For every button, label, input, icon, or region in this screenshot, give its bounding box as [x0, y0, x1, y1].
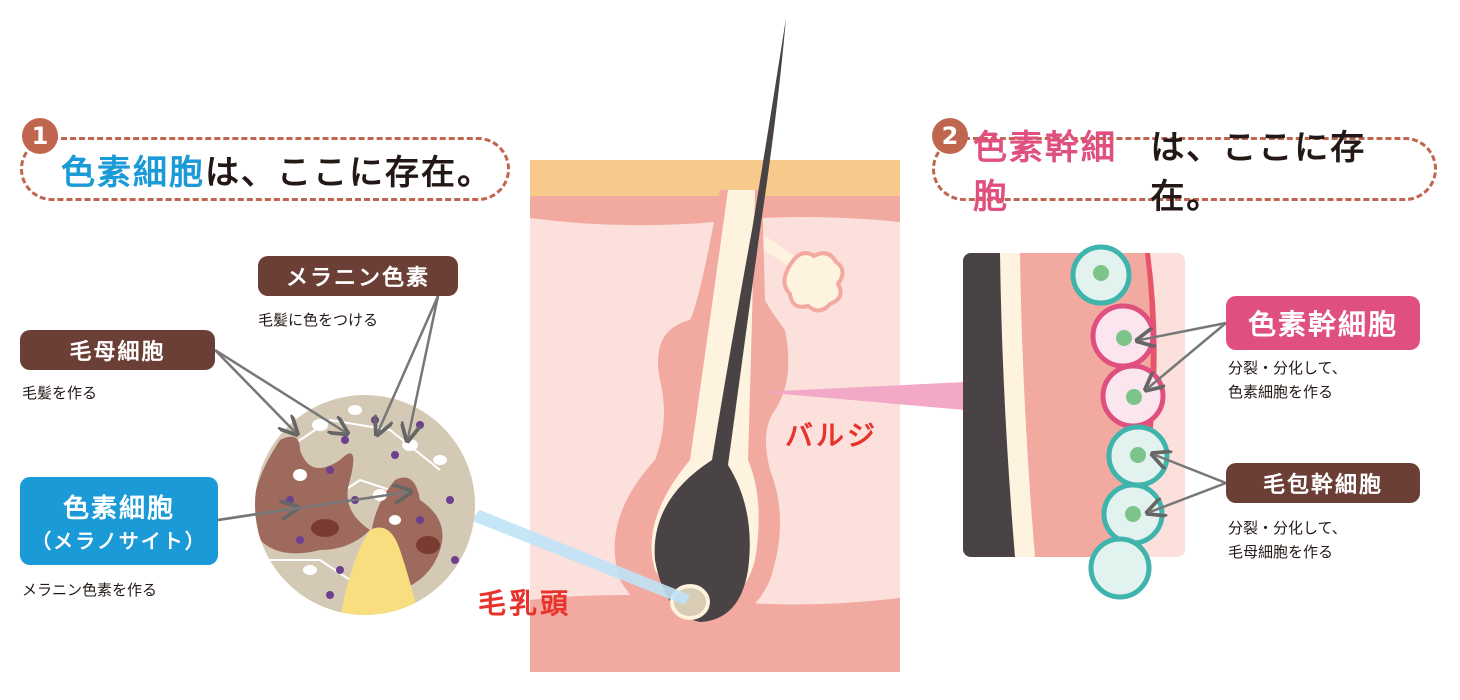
melanocyte-title: 色素細胞 [62, 494, 175, 524]
melanocyte-subtitle: （メラノサイト） [31, 529, 207, 553]
note-line: 分裂・分化して、 [1228, 519, 1347, 537]
left-title-rest: は、ここに存在。 [205, 152, 493, 193]
left-title: 色素細胞は、ここに存在。 [20, 137, 510, 201]
papilla-label: 毛乳頭 [478, 587, 572, 620]
note-line: 毛母細胞を作る [1228, 543, 1334, 561]
left-title-highlight: 色素細胞 [61, 152, 205, 193]
right-title: 色素幹細胞は、ここに存在。 [932, 128, 1437, 217]
badge-2: 2 [932, 118, 968, 154]
sebaceous-gland [782, 251, 845, 313]
zoom-beam-left [470, 510, 690, 605]
zoom-beam-right [760, 382, 965, 410]
note-line: 分裂・分化して、 [1228, 359, 1347, 377]
hair-shaft [654, 18, 786, 622]
melanocyte-stem-label: 色素幹細胞 [1226, 296, 1420, 350]
bulge-inset [963, 244, 1185, 600]
melanocyte-zoom-circle [255, 395, 475, 615]
matrix-cell-note: 毛髪を作る [22, 384, 98, 402]
follicle-stem-note: 分裂・分化して、 毛母細胞を作る [1228, 516, 1347, 564]
melanocyte-label: 色素細胞 （メラノサイト） [20, 477, 218, 565]
bulge-label: バルジ [785, 419, 879, 452]
matrix-cell-label: 毛母細胞 [20, 330, 215, 370]
note-line: 色素細胞を作る [1228, 383, 1334, 401]
right-title-highlight: 色素幹細胞 [973, 128, 1117, 217]
badge-1: 1 [22, 118, 58, 154]
right-title-rest: は、ここに存在。 [1150, 128, 1367, 217]
melanin-label: メラニン色素 [258, 256, 458, 296]
melanocyte-note: メラニン色素を作る [22, 581, 158, 599]
pointer-arrows [214, 295, 1227, 522]
melanin-note: 毛髪に色をつける [258, 311, 379, 329]
melanocyte-stem-note: 分裂・分化して、 色素細胞を作る [1228, 356, 1347, 404]
follicle-stem-label: 毛包幹細胞 [1226, 463, 1420, 503]
